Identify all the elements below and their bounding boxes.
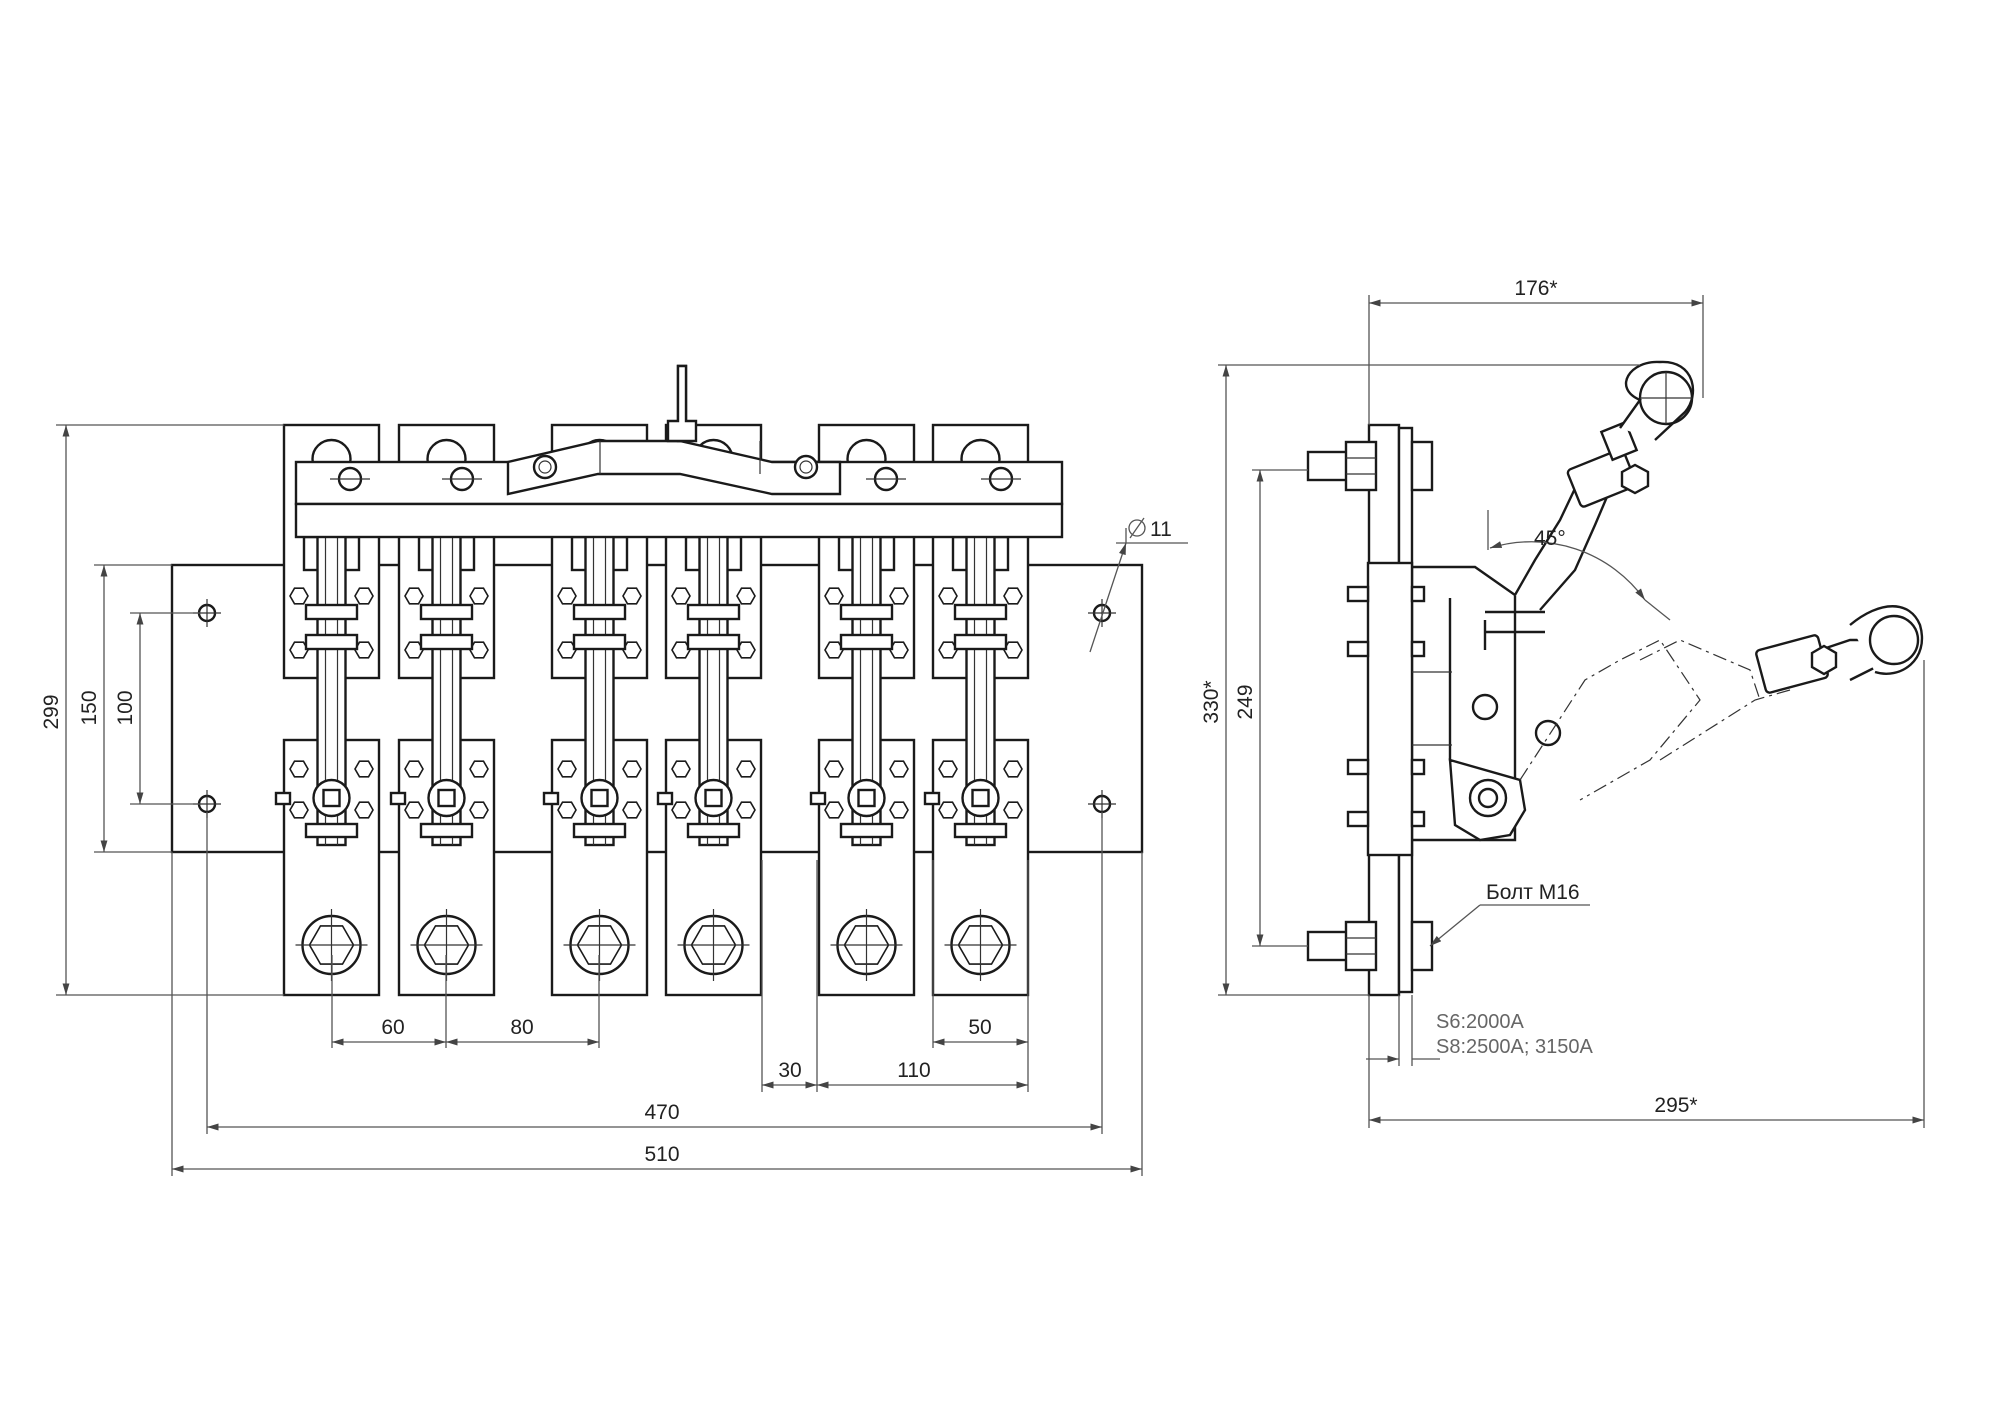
side-view: 45° 176* 330* 249 295* [1200, 277, 1925, 1128]
mounting-holes [193, 599, 1116, 818]
terminal-bolts [1306, 440, 1434, 972]
handle-closed [1513, 360, 1695, 611]
dim-150: 150 [78, 690, 101, 725]
bolt-callout: Болт М16 [1486, 881, 1580, 904]
switch-pole [809, 423, 916, 997]
dim-299: 299 [40, 694, 63, 729]
front-dimensions: 299 150 100 11 [40, 424, 1188, 1176]
variant-s8: S8:2500A; 3150A [1436, 1036, 1593, 1058]
dim-249: 249 [1234, 684, 1257, 719]
dim-510: 510 [644, 1143, 679, 1166]
dim-30: 30 [778, 1059, 801, 1082]
dim-50: 50 [968, 1016, 991, 1039]
operating-crossbar [294, 364, 1064, 539]
angle-45: 45° [1534, 527, 1566, 550]
dim-80: 80 [510, 1016, 533, 1039]
dim-hole-dia: 11 [1150, 518, 1172, 541]
mounting-plate [170, 563, 1144, 854]
handle-open [1519, 605, 1924, 801]
dim-470: 470 [644, 1101, 679, 1124]
dim-295: 295* [1654, 1094, 1697, 1117]
side-dimensions: 176* 330* 249 295* S6:2000A S8:2500A; 31… [1200, 277, 1925, 1128]
dim-60: 60 [381, 1016, 404, 1039]
variant-s6: S6:2000A [1436, 1011, 1525, 1033]
dim-176: 176* [1514, 277, 1557, 300]
dim-110: 110 [897, 1059, 930, 1082]
front-view: 299 150 100 11 [40, 364, 1188, 1176]
dim-100: 100 [114, 690, 137, 725]
dim-330: 330* [1200, 680, 1223, 723]
